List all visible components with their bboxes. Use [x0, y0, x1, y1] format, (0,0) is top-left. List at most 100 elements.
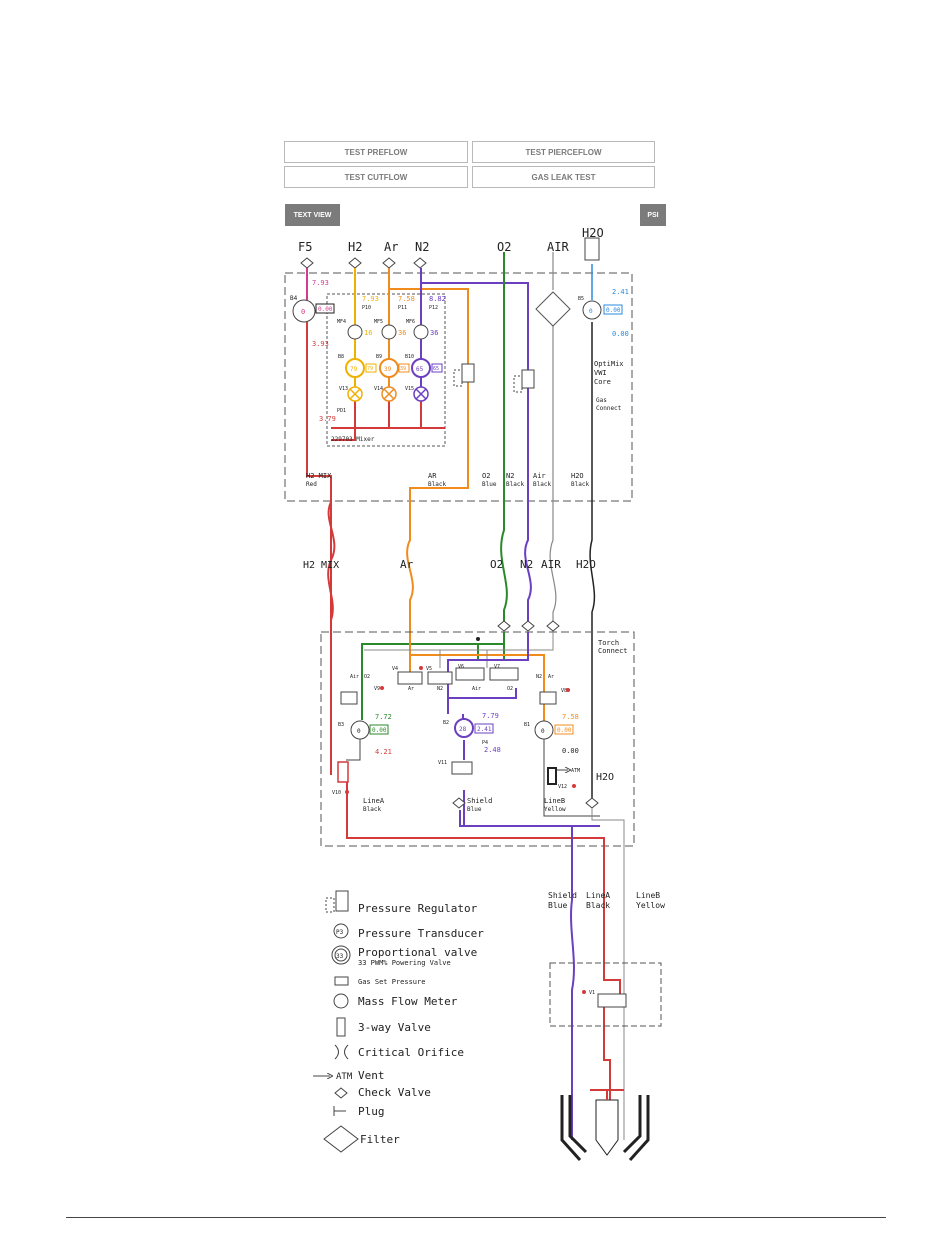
- v9-label: V9: [374, 686, 380, 692]
- b2-valve: [454, 718, 474, 738]
- hose-n2: N2: [520, 558, 533, 571]
- outlet-h2o-2: Black: [571, 481, 589, 488]
- outlet-n2-2: Black: [506, 481, 524, 488]
- legend-three-way-valve: 3-way Valve: [358, 1021, 431, 1034]
- v15-label: V15: [405, 386, 414, 392]
- legend-gas-set-pressure: Gas Set Pressure: [358, 978, 425, 986]
- b9-label: B9: [376, 354, 382, 360]
- h2o-set: 0.00: [606, 307, 621, 314]
- torch-electrode: [595, 1099, 619, 1156]
- outlet-o2-2: Blue: [482, 481, 497, 488]
- v8-label: V8: [561, 688, 567, 694]
- v9-led: [380, 686, 384, 690]
- h2o-pressure: 2.41: [612, 288, 629, 296]
- regulator-ar: [461, 363, 475, 383]
- b2-set-box: [474, 723, 494, 734]
- b1-value: 0: [541, 728, 545, 735]
- v1-led: [582, 990, 586, 994]
- b3-set: 0.00: [372, 727, 387, 734]
- mf5-value: 36: [398, 329, 406, 337]
- f5-p3: 3.93: [312, 340, 329, 348]
- ar-pressure: 7.58: [398, 295, 415, 303]
- torch-o2-manifold: [361, 632, 505, 720]
- regulator-n2-vent: [513, 375, 523, 393]
- b8-label: B8: [338, 354, 344, 360]
- lead-lineb-1: LineB: [636, 891, 660, 900]
- gas-label-h2o: H2O: [582, 226, 604, 240]
- torch-inlet-checks: [497, 620, 560, 632]
- mf4-label: MF4: [337, 319, 346, 325]
- v5-label: V5: [426, 666, 432, 672]
- mf6-label: MF6: [406, 319, 415, 325]
- b10-value: 65: [416, 366, 424, 373]
- footer-rule: [66, 1217, 886, 1218]
- outlet-ar-2: Black: [428, 481, 446, 488]
- valve-label-n2-right: N2: [536, 674, 542, 680]
- hose-h2mix: H2 MIX: [303, 560, 339, 571]
- mf5-label: MF5: [374, 319, 383, 325]
- lead-shield-2: Blue: [548, 901, 567, 910]
- tc-shield-2: Blue: [467, 806, 482, 813]
- atm-label: ATM: [571, 768, 580, 774]
- outlet-n2-1: N2: [506, 472, 514, 480]
- h2-pressure: 7.93: [362, 295, 379, 303]
- outlet-o2-1: O2: [482, 472, 490, 480]
- junction-dot: [476, 637, 480, 641]
- b5-valve: [582, 300, 602, 320]
- b2-p: 7.79: [482, 712, 499, 720]
- b10-set: 65: [433, 366, 439, 372]
- tc-linea-1: LineA: [363, 797, 385, 805]
- valve-label-o2-left: O2: [364, 674, 370, 680]
- valve-label-ar-right: Ar: [548, 674, 554, 680]
- ar-line: [388, 268, 469, 640]
- legend-filter: Filter: [360, 1133, 400, 1146]
- b5-value: 0: [589, 308, 593, 315]
- f5-line: [306, 268, 336, 775]
- torch-connect-1: Torch: [598, 639, 619, 647]
- p11-label: P11: [398, 305, 407, 311]
- torch-red-feed: [590, 1089, 624, 1100]
- v5-led: [419, 666, 423, 670]
- legend-vent: Vent: [358, 1069, 385, 1082]
- torch-air-manifold: [364, 632, 554, 668]
- mixer-outlet-line: [331, 400, 445, 441]
- b5-label: B5: [578, 296, 584, 302]
- b1-outlet: [543, 739, 600, 817]
- v1-label: V1: [589, 990, 595, 996]
- b8-valve: [345, 358, 365, 378]
- b9-value: 39: [384, 366, 392, 373]
- tc-lineb-1: LineB: [544, 797, 565, 805]
- test-pierceflow-button[interactable]: TEST PIERCEFLOW: [472, 141, 655, 163]
- b3-value: 0: [357, 728, 361, 735]
- valve-label-o2-v7: O2: [507, 686, 513, 692]
- valve-label-air-left: Air: [350, 674, 359, 680]
- b1-set-box: [554, 724, 574, 735]
- b2-set: 2.41: [477, 726, 492, 733]
- p4-value: 2.48: [484, 746, 501, 754]
- legend-pressure-transducer: Pressure Transducer: [358, 927, 484, 940]
- b3-p3: 7.72: [375, 713, 392, 721]
- mixer-label: 229703 Mixer: [331, 436, 375, 443]
- b10-valve: [411, 358, 431, 378]
- outlet-h2mix-1: H2 MIX: [306, 472, 332, 480]
- p10-label: P10: [362, 305, 371, 311]
- gas-label-h2: H2: [348, 240, 362, 254]
- b8-set-box: [365, 363, 377, 373]
- n2-pressure: 8.82: [429, 295, 446, 303]
- shield-lead: [459, 810, 575, 1140]
- hose-o2: O2: [490, 558, 503, 571]
- air-filter: [535, 291, 571, 327]
- legend-plug: Plug: [358, 1105, 385, 1118]
- h2o-check: [585, 797, 599, 809]
- legend-critical-orifice: Critical Orifice: [358, 1046, 464, 1059]
- test-preflow-button[interactable]: TEST PREFLOW: [284, 141, 468, 163]
- units-button[interactable]: PSI: [640, 204, 666, 226]
- mass-flow-meters: [347, 324, 429, 340]
- test-cutflow-button[interactable]: TEST CUTFLOW: [284, 166, 468, 188]
- b3-p2: 4.21: [375, 748, 392, 756]
- linea-lead: [346, 782, 621, 1130]
- gas-label-air: AIR: [547, 240, 569, 254]
- gas-leak-test-button[interactable]: GAS LEAK TEST: [472, 166, 655, 188]
- text-view-button[interactable]: TEXT VIEW: [285, 204, 340, 226]
